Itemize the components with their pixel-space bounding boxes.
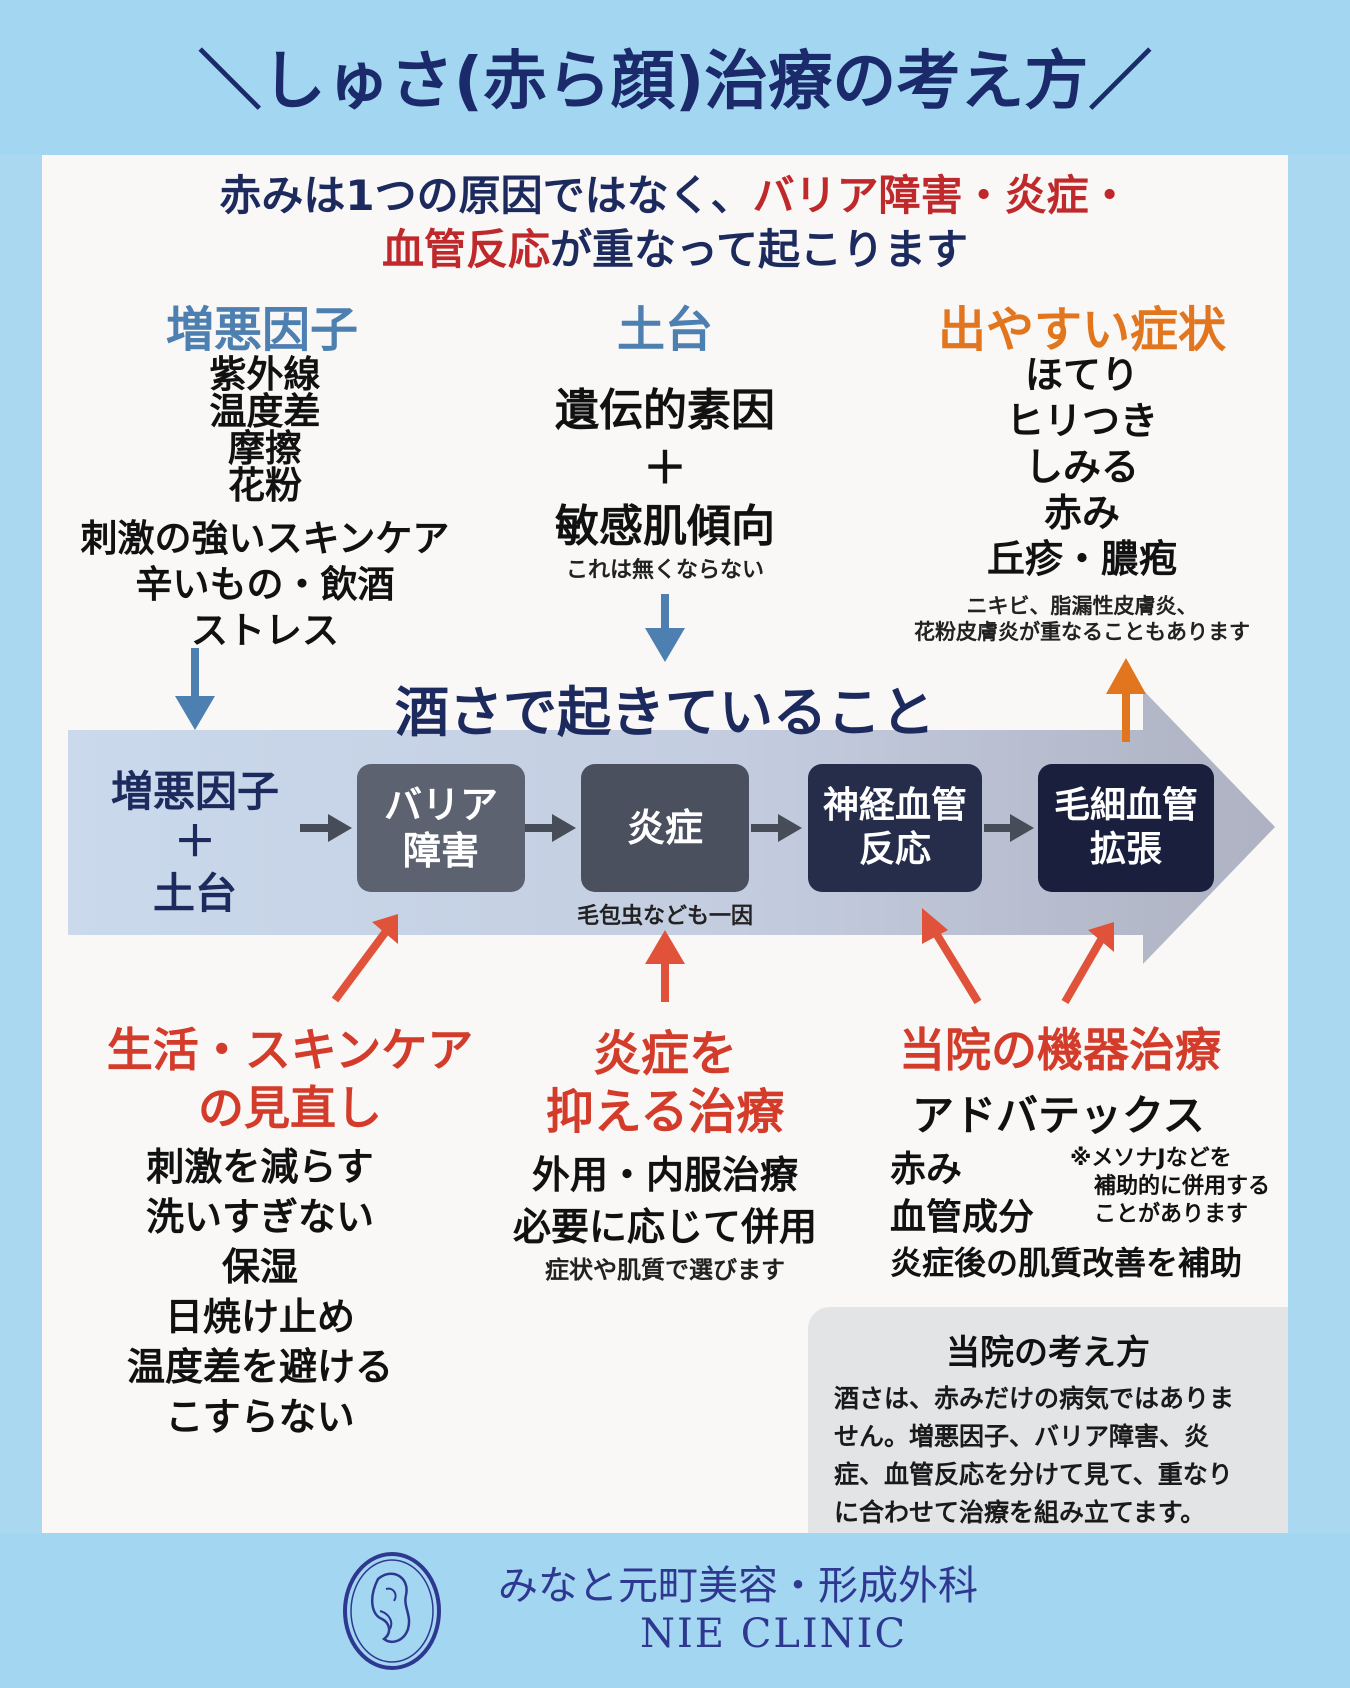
step-label: バリア 障害 xyxy=(383,782,498,873)
arrow-up-icon xyxy=(1106,658,1146,742)
foundation-item-sensitive: 敏感肌傾向 xyxy=(555,501,775,552)
device-target-redness: 赤み xyxy=(890,1149,963,1190)
arrow-up-icon xyxy=(922,908,982,1005)
page-title: ＼しゅさ(赤ら顔)治療の考え方／ xyxy=(197,45,1153,119)
device-aux-line-1: ※メソナJなどを xyxy=(1070,1146,1232,1171)
medical-note: 症状や肌質で選びます xyxy=(545,1256,785,1284)
intro-text: が重なって起こります xyxy=(550,225,968,274)
medical-item-oral-topical: 外用・内服治療 xyxy=(531,1153,798,1197)
header-banner: ＼しゅさ(赤ら顔)治療の考え方／ xyxy=(0,0,1350,155)
philosophy-line-1: 酒さは、赤みだけの病気ではありま xyxy=(834,1384,1235,1413)
intro-line-2: 血管反応が重なって起こります xyxy=(0,216,1350,277)
list-item: 保湿 xyxy=(221,1245,298,1289)
list-item: 洗いすぎない xyxy=(145,1195,374,1239)
foundation-note: これは無くならない xyxy=(565,558,764,583)
arrow-right-icon xyxy=(300,814,352,842)
intro-text: 赤みは1つの原因ではなく、 xyxy=(219,171,753,220)
intro-highlight: バリア障害・炎症・ xyxy=(752,171,1131,220)
device-target-vascular: 血管成分 xyxy=(890,1197,1035,1238)
list-item: こすらない xyxy=(165,1395,355,1439)
philosophy-title: 当院の考え方 xyxy=(946,1333,1150,1373)
lifestyle-title-line-1: 生活・スキンケア xyxy=(106,1023,474,1077)
symptoms-list: ほてり ヒリつき しみる 赤み 丘疹・膿疱 xyxy=(882,352,1282,582)
arrow-up-icon xyxy=(331,914,398,1003)
arrow-right-icon xyxy=(751,814,802,842)
arrow-right-icon xyxy=(984,814,1034,842)
list-item: ストレス xyxy=(191,609,339,652)
device-name: アドバテックス xyxy=(912,1091,1205,1140)
step-inflammation: 炎症 xyxy=(581,764,749,892)
aggravating-factors-list: 紫外線 温度差 摩擦 花粉 刺激の強いスキンケア 辛いもの・飲酒 ストレス xyxy=(40,356,490,654)
arrow-down-icon xyxy=(645,594,685,662)
list-item: 日焼け止め xyxy=(164,1295,355,1339)
foundation-plus: ＋ xyxy=(643,443,687,494)
device-aux-line-2: 補助的に併用する xyxy=(1094,1174,1271,1199)
device-support: 炎症後の肌質改善を補助 xyxy=(890,1244,1243,1282)
process-start-plus: ＋ xyxy=(173,817,216,866)
list-item: 摩擦 xyxy=(228,427,302,470)
list-item: 刺激を減らす xyxy=(146,1145,374,1189)
inflammation-note: 毛包虫なども一因 xyxy=(576,904,753,929)
list-item: 丘疹・膿疱 xyxy=(986,537,1177,581)
process-start-aggravating: 増悪因子 xyxy=(110,767,279,816)
step-label: 炎症 xyxy=(626,805,703,850)
arrow-up-icon xyxy=(1061,922,1114,1005)
philosophy-line-3: 症、血管反応を分けて見て、重なり xyxy=(834,1460,1233,1489)
list-item: 温度差を避ける xyxy=(126,1345,393,1389)
clinic-name-english: NIE CLINIC xyxy=(640,1611,908,1657)
clinic-name-japanese: みなと元町美容・形成外科 xyxy=(498,1563,978,1609)
list-item: 花粉 xyxy=(228,464,302,507)
list-item: 辛いもの・飲酒 xyxy=(135,563,395,606)
philosophy-panel: 当院の考え方 酒さは、赤みだけの病気ではありま せん。増悪因子、バリア障害、炎 … xyxy=(808,1307,1288,1533)
lifestyle-list: 刺激を減らす 洗いすぎない 保湿 日焼け止め 温度差を避ける こすらない xyxy=(60,1142,460,1442)
clinic-footer: みなと元町美容・形成外科 NIE CLINIC xyxy=(0,1533,1350,1688)
list-item: 温度差 xyxy=(209,390,321,433)
list-item: 紫外線 xyxy=(209,353,321,396)
clinic-logo-icon xyxy=(343,1552,441,1670)
step-capillary-dilation: 毛細血管 拡張 xyxy=(1038,764,1214,892)
process-heading: 酒さで起きていること xyxy=(395,681,935,744)
list-item: しみる xyxy=(1024,445,1139,489)
step-label: 神経血管 反応 xyxy=(822,785,967,870)
step-barrier-dysfunction: バリア 障害 xyxy=(357,764,525,892)
symptoms-note-line-2: 花粉皮膚炎が重なることもあります xyxy=(914,620,1250,644)
arrow-right-icon xyxy=(525,814,576,842)
foundation-item-genetic: 遺伝的素因 xyxy=(555,385,775,436)
aggravating-factors-title: 増悪因子 xyxy=(165,302,358,358)
philosophy-line-2: せん。増悪因子、バリア障害、炎 xyxy=(834,1422,1210,1451)
philosophy-line-4: に合わせて治療を組み立てます。 xyxy=(834,1498,1206,1527)
intro-highlight: 血管反応 xyxy=(382,225,551,274)
arrow-down-icon xyxy=(175,648,215,730)
list-item: 刺激の強いスキンケア xyxy=(80,517,450,560)
list-item: ヒリつき xyxy=(1005,399,1158,443)
lifestyle-title-line-2: の見直し xyxy=(198,1081,382,1135)
symptoms-title: 出やすい症状 xyxy=(937,302,1226,358)
medical-item-combined: 必要に応じて併用 xyxy=(512,1205,817,1249)
arrow-up-icon xyxy=(645,930,685,1002)
intro-line-1: 赤みは1つの原因ではなく、バリア障害・炎症・ xyxy=(0,162,1350,223)
list-item: ほてり xyxy=(1024,353,1139,397)
step-neurovascular-response: 神経血管 反応 xyxy=(808,764,982,892)
symptoms-note-line-1: ニキビ、脂漏性皮膚炎、 xyxy=(966,594,1198,618)
step-label: 毛細血管 拡張 xyxy=(1053,785,1198,870)
medical-title-line-1: 炎症を xyxy=(592,1026,737,1082)
process-start-foundation: 土台 xyxy=(152,869,237,918)
foundation-title: 土台 xyxy=(616,302,713,358)
list-item: 赤み xyxy=(1043,491,1120,535)
medical-title-line-2: 抑える治療 xyxy=(545,1084,785,1140)
device-aux-line-3: ことがあります xyxy=(1094,1202,1249,1227)
device-treatment-title: 当院の機器治療 xyxy=(899,1023,1221,1077)
